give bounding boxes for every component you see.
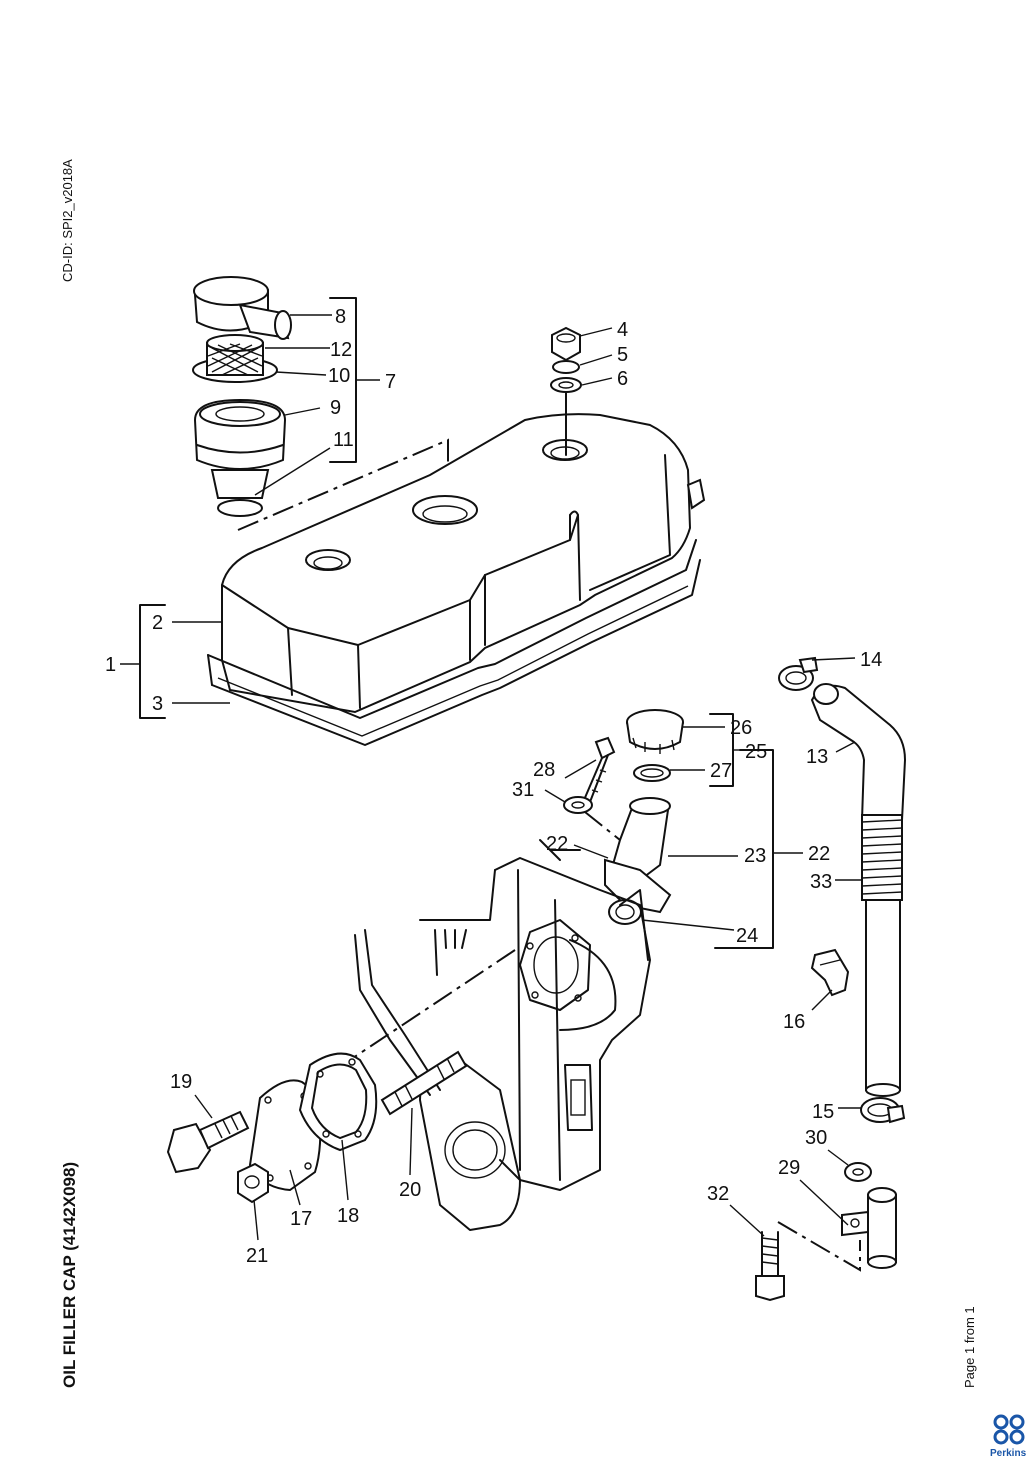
callout-32: 32 xyxy=(707,1183,729,1205)
washer-30 xyxy=(844,1162,872,1182)
washer-31 xyxy=(563,796,593,814)
callout-20: 20 xyxy=(399,1179,421,1201)
callout-24: 24 xyxy=(736,925,758,947)
rocker-cover xyxy=(221,413,706,714)
stud-20 xyxy=(380,1050,468,1116)
callout-15: 15 xyxy=(812,1101,834,1123)
spacer-pipe xyxy=(867,1187,897,1269)
breather-element xyxy=(192,334,278,383)
callout-12: 12 xyxy=(330,339,352,361)
bolt-32 xyxy=(755,1231,785,1302)
callout-8: 8 xyxy=(335,306,346,328)
callout-2: 2 xyxy=(152,612,163,634)
callout-19: 19 xyxy=(170,1071,192,1093)
callout-33: 33 xyxy=(810,871,832,893)
bolt-19 xyxy=(166,1110,250,1174)
callout-26: 26 xyxy=(730,717,752,739)
breather-pipe xyxy=(865,899,901,1097)
brand-name: Perkins xyxy=(990,1448,1027,1459)
breather-cap xyxy=(193,276,292,340)
clip-16 xyxy=(810,948,850,997)
callout-29: 29 xyxy=(778,1157,800,1179)
callout-22-group: 22 xyxy=(808,843,830,865)
bolt-28 xyxy=(583,736,616,803)
rocker-cover-gasket xyxy=(207,539,701,746)
callout-23: 23 xyxy=(744,845,766,867)
callout-18: 18 xyxy=(337,1205,359,1227)
callout-6: 6 xyxy=(617,368,628,390)
hose-clip-15 xyxy=(860,1097,906,1124)
callout-28: 28 xyxy=(533,759,555,781)
callout-5: 5 xyxy=(617,344,628,366)
callout-31: 31 xyxy=(512,779,534,801)
callout-10: 10 xyxy=(328,365,350,387)
callout-4: 4 xyxy=(617,319,628,341)
filler-cap xyxy=(626,709,684,782)
callout-16: 16 xyxy=(783,1011,805,1033)
corrugated-pipe-33 xyxy=(861,814,903,901)
callout-14: 14 xyxy=(860,649,882,671)
nut-21 xyxy=(237,1162,269,1204)
callout-30: 30 xyxy=(805,1127,827,1149)
callout-13: 13 xyxy=(806,746,828,768)
callout-1: 1 xyxy=(105,654,116,676)
nut-and-washers xyxy=(550,326,582,393)
callout-7: 7 xyxy=(385,371,396,393)
perkins-logo: Perkins xyxy=(990,1414,1027,1459)
timing-case xyxy=(354,839,651,1231)
hose-clip-14 xyxy=(778,656,819,691)
callout-17: 17 xyxy=(290,1208,312,1230)
callout-9: 9 xyxy=(330,397,341,419)
callout-25: 25 xyxy=(745,741,767,763)
callout-21: 21 xyxy=(246,1245,268,1267)
leader-lines xyxy=(120,297,862,1241)
callout-11: 11 xyxy=(333,429,354,451)
callout-27: 27 xyxy=(710,760,732,782)
callout-3: 3 xyxy=(152,693,163,715)
breather-hose-13 xyxy=(810,683,907,821)
breather-body xyxy=(193,398,287,517)
callout-22: 22 xyxy=(546,833,568,855)
callout-labels: 8 12 10 9 11 7 4 5 6 2 1 3 14 13 26 25 2… xyxy=(105,306,882,1267)
gasket-18 xyxy=(298,1052,378,1152)
perkins-emblem-icon xyxy=(993,1414,1025,1445)
